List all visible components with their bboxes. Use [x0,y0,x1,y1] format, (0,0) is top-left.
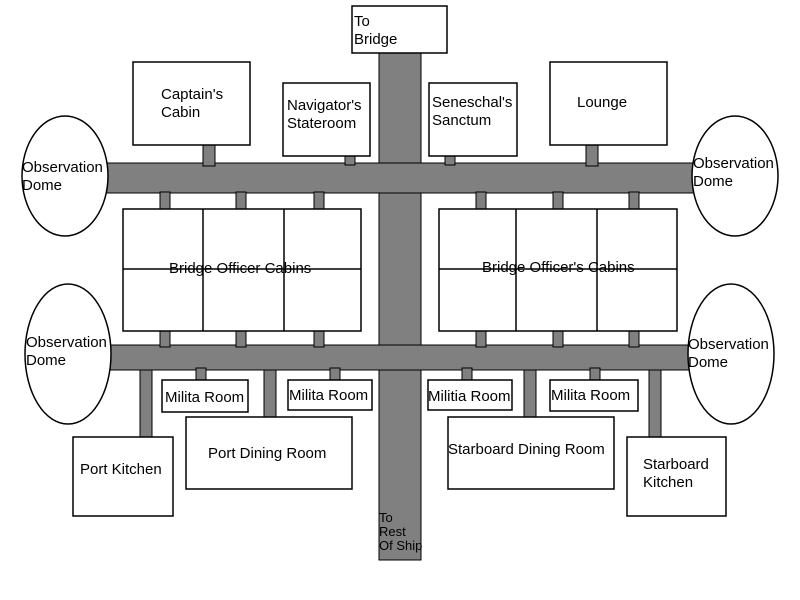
observation-dome-port-forward[interactable] [21,115,109,237]
port-dining-connector [263,369,277,419]
to-bridge-label: To Bridge [354,13,397,48]
observation-dome-starboard-aft[interactable] [687,283,775,425]
central-spine-corridor [378,51,422,561]
port-dining-room[interactable] [185,416,353,490]
starboard-militia-connector-1 [461,367,473,381]
to-rest-of-ship-label: To Rest Of Ship [379,510,422,553]
observation-dome-port-forward-label-line-1: Observation [22,159,103,176]
port-officer-door-bottom-3 [313,330,325,348]
port-milita-connector-2 [329,367,341,381]
to-rest-of-ship-label-line-1: To [379,510,393,525]
starboard-militia-room-1-label: Militia Room [428,388,511,405]
starboard-kitchen-connector [648,369,662,439]
to-rest-of-ship-label-line-3: Of Ship [379,538,422,553]
starboard-dining-connector [523,369,537,419]
lounge[interactable] [549,61,668,146]
port-officer-door-top-2 [235,191,247,211]
starboard-officer-door-top-3 [628,191,640,211]
starboard-officer-door-bottom-3 [628,330,640,348]
bridge-officers-cabins-starboard-label: Bridge Officer's Cabins [482,259,635,276]
starboard-officer-door-bottom-2 [552,330,564,348]
starboard-militia-room-2[interactable] [549,379,639,412]
captains-cabin-label: Captain's Cabin [161,86,227,121]
seneschals-sanctum[interactable] [428,82,518,157]
captains-cabin-label-line-2: Cabin [161,104,200,121]
starboard-kitchen-label-line-1: Starboard [643,456,709,473]
port-dining-room-label: Port Dining Room [208,445,326,462]
port-milita-room-2[interactable] [287,379,373,411]
bridge-officer-cabins-port-label: Bridge Officer Cabins [169,260,311,277]
observation-dome-starboard-forward-label: Observation Dome [693,155,778,190]
starboard-dining-room[interactable] [447,416,615,490]
observation-dome-starboard-aft-label-line-1: Observation [688,336,769,353]
navigators-stateroom[interactable] [282,82,371,157]
port-milita-room-1[interactable] [161,379,249,413]
observation-dome-starboard-aft-label-line-2: Dome [688,354,728,371]
port-milita-room-2-label: Milita Room [289,387,368,404]
rooms: To Bridge Captain's Cabin Navigator's St… [21,5,779,517]
seneschals-sanctum-label: Seneschal's Sanctum [432,94,517,129]
corridor-network [105,51,697,561]
lower-cross-corridor [107,344,697,371]
starboard-officer-door-bottom-1 [475,330,487,348]
starboard-kitchen[interactable] [626,436,727,517]
observation-dome-starboard-forward-label-line-2: Dome [693,173,733,190]
port-kitchen-label: Port Kitchen [80,461,162,478]
captains-cabin-label-line-1: Captain's [161,86,223,103]
starboard-dining-room-label: Starboard Dining Room [448,441,605,458]
lounge-connector [585,143,599,167]
observation-dome-starboard-forward-label-line-1: Observation [693,155,774,172]
observation-dome-starboard-aft-label: Observation Dome [688,336,773,371]
to-bridge-box[interactable] [351,5,448,54]
bridge-officer-cabins-port-block[interactable] [122,208,362,332]
observation-dome-port-aft[interactable] [24,283,112,425]
port-kitchen-connector [139,369,153,439]
bridge-officers-cabins-starboard-dividers [439,209,677,331]
captains-cabin[interactable] [132,61,251,146]
port-officer-door-bottom-2 [235,330,247,348]
navigators-stateroom-label-line-2: Stateroom [287,115,356,132]
to-rest-of-ship-label-line-2: Rest [379,524,406,539]
port-milita-room-1-label: Milita Room [165,389,244,406]
upper-cross-corridor [105,162,697,194]
to-bridge-label-line-1: To [354,13,370,30]
starboard-officer-door-top-2 [552,191,564,211]
to-bridge-label-line-2: Bridge [354,31,397,48]
starboard-kitchen-label-line-2: Kitchen [643,474,693,491]
port-officer-door-bottom-1 [159,330,171,348]
bridge-officers-cabins-starboard-block[interactable] [438,208,678,332]
observation-dome-port-forward-label: Observation Dome [22,159,107,194]
port-milita-connector-1 [195,367,207,381]
starboard-militia-connector-2 [589,367,601,381]
port-officer-door-top-1 [159,191,171,211]
starboard-militia-room-2-label: Milita Room [551,387,630,404]
observation-dome-starboard-forward[interactable] [691,115,779,237]
observation-dome-port-aft-label-line-2: Dome [26,352,66,369]
lounge-label: Lounge [577,94,627,111]
observation-dome-port-aft-label: Observation Dome [26,334,111,369]
starboard-militia-room-1[interactable] [427,379,513,411]
starboard-officer-door-top-1 [475,191,487,211]
port-officer-door-top-3 [313,191,325,211]
port-kitchen[interactable] [72,436,174,517]
captain-cabin-connector [202,143,216,167]
seneschals-sanctum-label-line-2: Sanctum [432,112,491,129]
observation-dome-port-aft-label-line-1: Observation [26,334,107,351]
bridge-officer-cabins-port-dividers [123,209,361,331]
observation-dome-port-forward-label-line-2: Dome [22,177,62,194]
starboard-kitchen-label: Starboard Kitchen [643,456,713,491]
navigators-stateroom-label-line-1: Navigator's [287,97,362,114]
navigators-stateroom-label: Navigator's Stateroom [287,97,366,132]
seneschals-sanctum-label-line-1: Seneschal's [432,94,512,111]
